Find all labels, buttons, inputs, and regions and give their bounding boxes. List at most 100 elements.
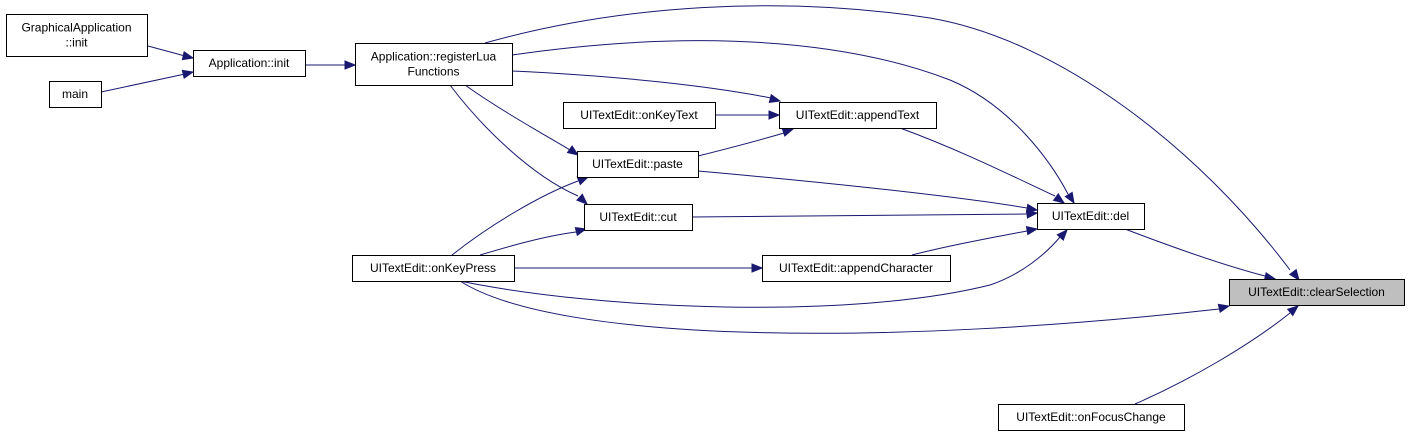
node-appendCharacter[interactable]: UITextEdit::appendCharacter <box>762 255 951 282</box>
node-label-line: UITextEdit::clearSelection <box>1248 285 1385 299</box>
node-label-line: UITextEdit::del <box>1052 209 1129 223</box>
node-paste[interactable]: UITextEdit::paste <box>577 151 699 178</box>
node-box <box>998 404 1185 431</box>
edge-line <box>511 40 1069 195</box>
edge-line <box>100 73 186 93</box>
edge-arrowhead <box>1025 226 1039 236</box>
edge-arrowhead <box>1217 303 1231 313</box>
node-label-line: Functions <box>407 65 459 79</box>
node-label-line: UITextEdit::onKeyText <box>580 108 698 122</box>
node-box <box>762 255 951 282</box>
edge-line <box>484 5 1291 271</box>
node-del[interactable]: UITextEdit::del <box>1037 203 1145 230</box>
node-box <box>577 151 699 178</box>
edge-arrowhead <box>576 176 590 186</box>
edge-del-to-clearSelection <box>1124 228 1277 282</box>
edge-graphicalApp-to-appInit <box>147 45 195 61</box>
edge-onKeyPress-to-appendCharacter <box>514 263 764 273</box>
edge-onKeyText-to-appendText <box>715 110 781 120</box>
edge-line <box>459 280 1220 334</box>
node-box <box>584 204 693 231</box>
edge-line <box>697 170 1028 209</box>
node-box <box>352 255 515 282</box>
edge-arrowhead <box>344 60 357 70</box>
edge-line <box>459 236 1061 308</box>
edge-arrowhead <box>1286 305 1300 317</box>
node-graphicalApp[interactable]: GraphicalApplication::init <box>6 14 148 57</box>
edge-arrowhead <box>574 226 588 237</box>
edge-appendCharacter-to-del <box>911 226 1039 256</box>
edge-arrowhead <box>1026 209 1039 219</box>
node-label-line: UITextEdit::onFocusChange <box>1016 410 1166 424</box>
node-box <box>779 102 937 129</box>
edge-cut-to-del <box>691 209 1039 219</box>
edge-onKeyPress-to-cut <box>479 226 588 256</box>
node-appInit[interactable]: Application::init <box>193 50 306 77</box>
node-label-line: UITextEdit::paste <box>592 157 683 171</box>
edge-arrowhead <box>1056 228 1068 241</box>
edge-arrowhead <box>566 145 580 156</box>
edge-registerLua-to-cut <box>449 84 588 205</box>
node-onKeyPress[interactable]: UITextEdit::onKeyPress <box>352 255 515 282</box>
edge-line <box>697 132 785 157</box>
edge-line <box>464 84 571 151</box>
node-onFocusChange[interactable]: UITextEdit::onFocusChange <box>998 404 1185 431</box>
edge-arrowhead <box>181 51 195 61</box>
edge-arrowhead <box>768 110 781 120</box>
edge-registerLua-to-paste <box>464 84 580 156</box>
edge-paste-to-del <box>697 170 1039 213</box>
edge-onFocusChange-to-clearSelection <box>1134 305 1300 405</box>
node-main[interactable]: main <box>49 81 102 108</box>
node-clearSelection[interactable]: UITextEdit::clearSelection <box>1229 279 1405 306</box>
node-box <box>1229 279 1405 306</box>
edge-main-to-appInit <box>100 69 195 93</box>
node-box <box>49 81 102 108</box>
edge-line <box>479 231 577 256</box>
node-label-line: Application::init <box>209 56 290 70</box>
edge-line <box>691 213 1028 218</box>
edge-arrowhead <box>181 69 195 79</box>
node-box <box>1037 203 1145 230</box>
node-cut[interactable]: UITextEdit::cut <box>584 204 693 231</box>
edge-arrowhead <box>1288 268 1300 282</box>
node-label-line: ::init <box>65 36 88 50</box>
edge-line <box>1134 312 1291 405</box>
edge-line <box>511 70 772 99</box>
node-box <box>193 50 306 77</box>
edge-registerLua-to-clearSelection <box>484 5 1300 282</box>
edge-arrowhead <box>751 263 764 273</box>
edge-appendText-to-del <box>899 127 1066 204</box>
edges-layer <box>100 5 1300 405</box>
node-label-line: UITextEdit::cut <box>599 210 677 224</box>
node-box <box>563 102 716 129</box>
node-label-line: GraphicalApplication <box>21 21 131 35</box>
edge-line <box>147 45 186 57</box>
edge-arrowhead <box>781 127 795 137</box>
edge-line <box>449 84 579 197</box>
node-label-line: main <box>62 87 88 101</box>
edge-line <box>451 180 579 256</box>
node-onKeyText[interactable]: UITextEdit::onKeyText <box>563 102 716 129</box>
node-box <box>6 14 148 57</box>
edge-arrowhead <box>768 93 782 104</box>
edge-line <box>1124 228 1266 277</box>
edge-registerLua-to-del <box>511 40 1075 205</box>
node-label-line: UITextEdit::appendCharacter <box>779 261 933 275</box>
edge-appInit-to-registerLua <box>305 60 357 70</box>
edge-registerLua-to-appendText <box>511 70 782 104</box>
edge-arrowhead <box>576 193 588 205</box>
edge-line <box>911 230 1028 256</box>
node-box <box>355 43 513 86</box>
edge-arrowhead <box>1052 192 1066 204</box>
node-appendText[interactable]: UITextEdit::appendText <box>779 102 937 129</box>
edge-arrowhead <box>1064 191 1075 205</box>
edge-onKeyPress-to-del <box>459 228 1068 308</box>
edge-paste-to-appendText <box>697 127 795 157</box>
edge-line <box>899 127 1056 197</box>
node-label-line: Application::registerLua <box>371 50 497 64</box>
node-label-line: UITextEdit::onKeyPress <box>370 261 496 275</box>
edge-onKeyPress-to-clearSelection <box>459 280 1231 334</box>
